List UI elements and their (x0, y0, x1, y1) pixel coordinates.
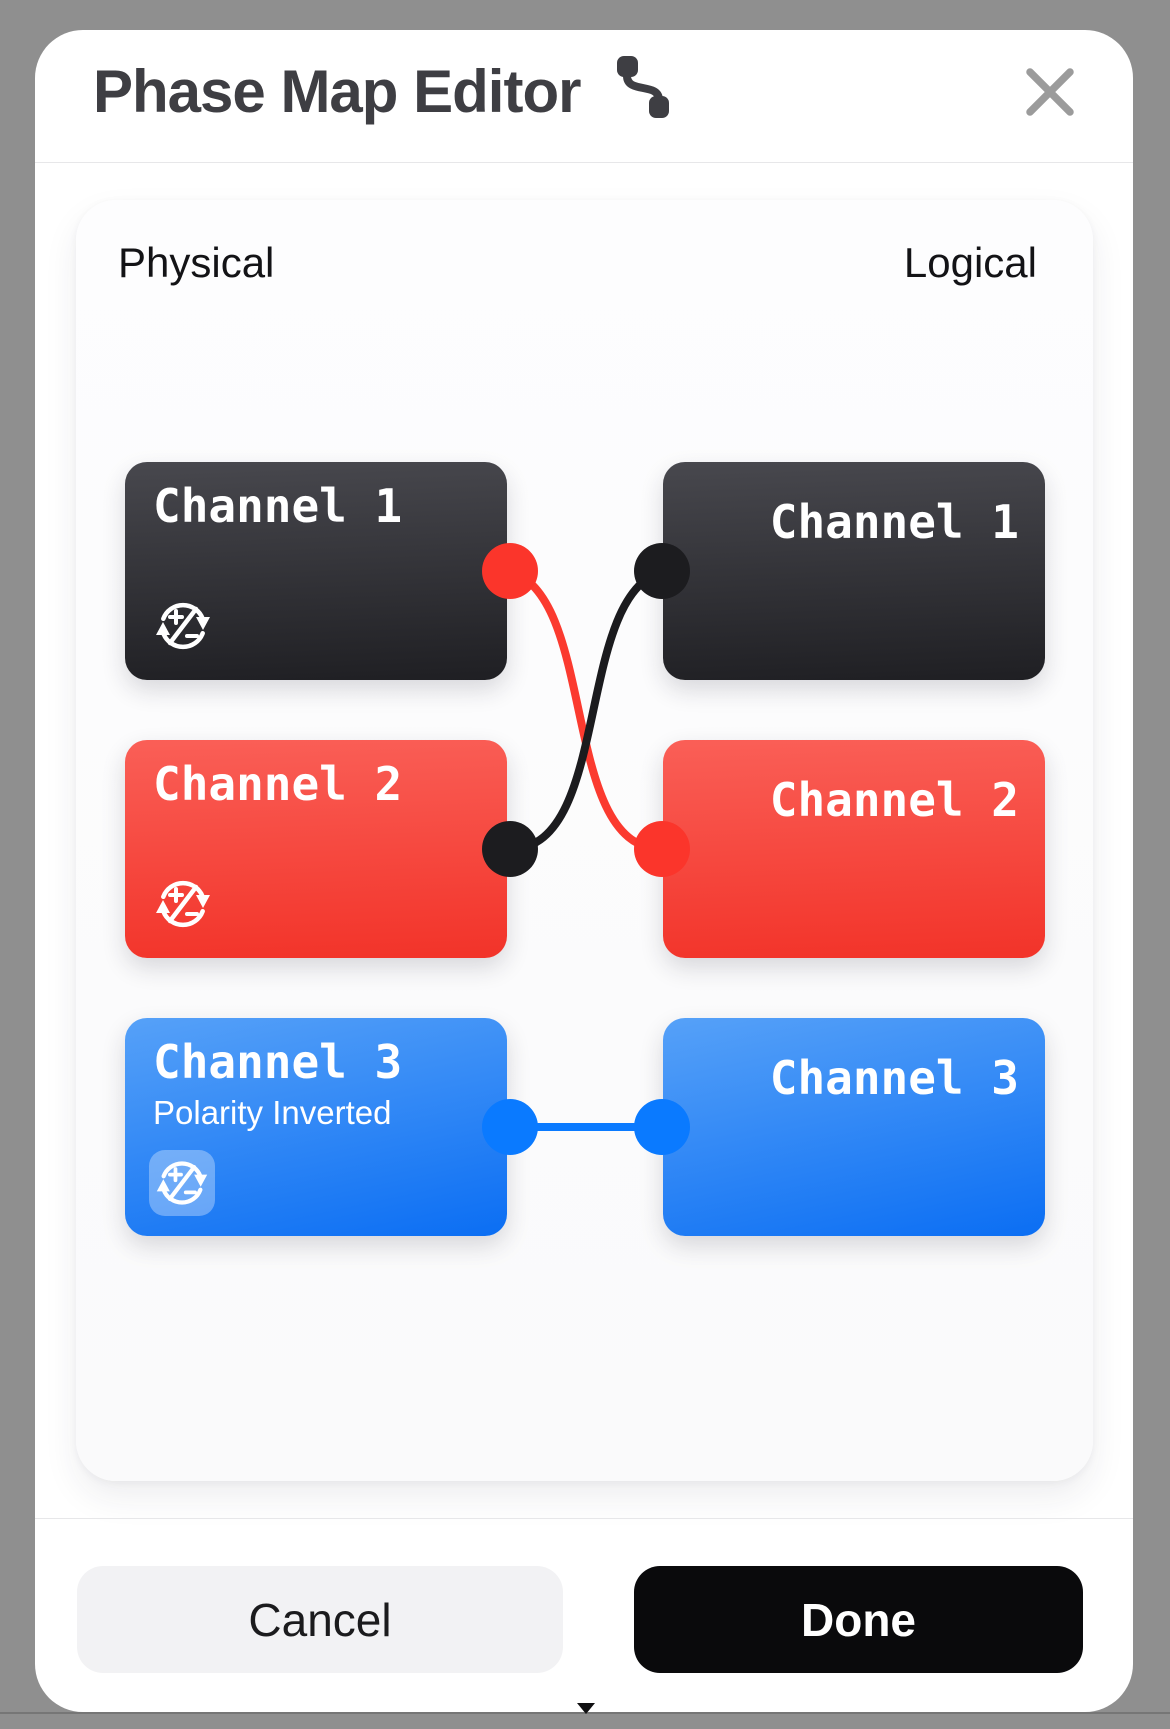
polarity-invert-icon-active[interactable] (149, 1150, 215, 1216)
physical-channel-1-card[interactable]: Channel 1 (125, 462, 507, 680)
wire-physical2-logical1 (509, 567, 664, 853)
cancel-button[interactable]: Cancel (77, 1566, 563, 1673)
polarity-inverted-badge: Polarity Inverted (153, 1094, 392, 1132)
logical-channel-3-card[interactable]: Channel 3 (663, 1018, 1045, 1236)
polarity-invert-icon[interactable] (153, 874, 213, 934)
close-button[interactable] (1015, 57, 1085, 127)
port-physical-channel-3[interactable] (482, 1099, 538, 1155)
dialog-header: Phase Map Editor (35, 30, 1133, 163)
port-logical-channel-3[interactable] (634, 1099, 690, 1155)
polarity-invert-icon[interactable] (153, 596, 213, 656)
channel-label: Channel 2 (153, 757, 403, 811)
channel-label: Channel 3 (153, 1035, 403, 1089)
footer-divider (35, 1518, 1133, 1519)
close-x-icon (1023, 67, 1077, 122)
phase-map-panel: Physical Logical Channel 1 Channel 2 Cha… (76, 200, 1093, 1481)
logical-column-label: Logical (903, 239, 1037, 286)
port-physical-channel-1[interactable] (482, 543, 538, 599)
physical-channel-3-card[interactable]: Channel 3 Polarity Inverted (125, 1018, 507, 1236)
channel-label: Channel 1 (153, 479, 403, 533)
wire-physical1-logical2 (508, 567, 663, 853)
done-button[interactable]: Done (634, 1566, 1083, 1673)
channel-label: Channel 3 (769, 1051, 1019, 1105)
header-divider (35, 162, 1133, 163)
port-logical-channel-1[interactable] (634, 543, 690, 599)
port-logical-channel-2[interactable] (634, 821, 690, 877)
channel-label: Channel 2 (769, 773, 1019, 827)
logical-channel-1-card[interactable]: Channel 1 (663, 462, 1045, 680)
physical-channel-2-card[interactable]: Channel 2 (125, 740, 507, 958)
phase-map-editor-dialog: Phase Map Editor Physical Logical Channe… (35, 30, 1133, 1712)
logical-channel-2-card[interactable]: Channel 2 (663, 740, 1045, 958)
background-dim-strip (0, 1712, 1170, 1729)
channel-label: Channel 1 (769, 495, 1019, 549)
page-title: Phase Map Editor (93, 57, 581, 125)
port-physical-channel-2[interactable] (482, 821, 538, 877)
background-caret-icon (577, 1703, 595, 1714)
physical-column-label: Physical (118, 239, 275, 286)
signal-path-icon (614, 54, 672, 123)
